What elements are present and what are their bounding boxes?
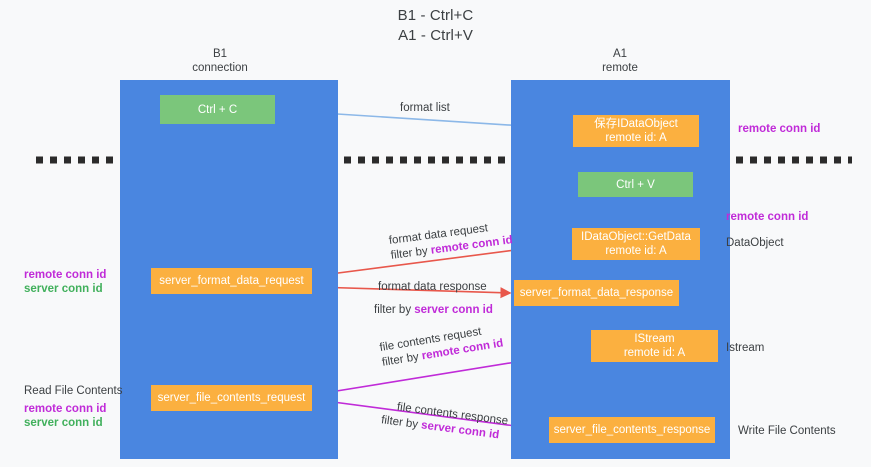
node-server-format-data-request[interactable]: server_format_data_request xyxy=(151,268,312,294)
column-header-a1: A1 remote xyxy=(555,47,685,75)
column-header-b1-name: B1 xyxy=(212,48,228,60)
annotation-istream: Istream xyxy=(726,342,765,354)
edge-label-format-data-response: format data response filter by server co… xyxy=(374,280,493,318)
annotation-dataobject: DataObject xyxy=(726,237,784,249)
diagram-title: B1 - Ctrl+C A1 - Ctrl+V xyxy=(0,6,871,46)
edge-label-format-data-response-line1: format data response xyxy=(378,281,487,293)
annotation-left-remote-conn-id-1: remote conn id xyxy=(24,269,107,281)
node-istream-sub: remote id: A xyxy=(623,347,686,359)
filter-prefix: filter by xyxy=(380,414,422,432)
annotation-remote-conn-id-top: remote conn id xyxy=(738,123,821,135)
node-idataobject-getdata[interactable]: IDataObject::GetData remote id: A xyxy=(572,228,700,260)
node-server-file-contents-response-label: server_file_contents_response xyxy=(553,424,711,436)
node-ctrl-c[interactable]: Ctrl + C xyxy=(160,95,275,124)
column-header-a1-name: A1 xyxy=(612,48,628,60)
annotation-remote-conn-id-mid: remote conn id xyxy=(726,211,809,223)
node-ctrl-v[interactable]: Ctrl + V xyxy=(578,172,693,197)
node-save-idataobject-label: 保存IDataObject xyxy=(594,118,678,130)
annotation-read-file-contents: Read File Contents xyxy=(24,385,123,397)
column-header-b1: B1 connection xyxy=(155,47,285,75)
node-idataobject-getdata-label: IDataObject::GetData xyxy=(581,231,691,243)
annotation-left-remote-conn-id-2: remote conn id xyxy=(24,403,107,415)
node-server-file-contents-response[interactable]: server_file_contents_response xyxy=(549,417,715,443)
node-server-file-contents-request-label: server_file_contents_request xyxy=(157,392,306,404)
node-ctrl-c-label: Ctrl + C xyxy=(197,103,238,116)
node-istream[interactable]: IStream remote id: A xyxy=(591,330,718,362)
node-ctrl-v-label: Ctrl + V xyxy=(616,178,655,191)
edge-label-format-list: format list xyxy=(400,101,450,116)
node-save-idataobject-sub: remote id: A xyxy=(605,132,667,144)
node-server-file-contents-request[interactable]: server_file_contents_request xyxy=(151,385,312,411)
filter-prefix: filter by xyxy=(390,244,432,262)
title-line-1: B1 - Ctrl+C xyxy=(397,7,474,24)
arrow-format-data-response xyxy=(314,286,512,299)
filter-prefix: filter by xyxy=(374,304,415,316)
arrow-file-contents-response xyxy=(317,399,548,435)
edge-label-file-contents-request: file contents request filter by remote c… xyxy=(379,322,505,371)
annotation-left-server-conn-id-2: server conn id xyxy=(24,417,103,429)
node-istream-label: IStream xyxy=(634,333,675,345)
node-server-format-data-response[interactable]: server_format_data_response xyxy=(514,280,679,306)
edge-label-format-list-text: format list xyxy=(400,102,450,114)
node-server-format-data-request-label: server_format_data_request xyxy=(159,275,304,287)
title-line-2: A1 - Ctrl+V xyxy=(398,27,473,44)
annotation-write-file-contents: Write File Contents xyxy=(738,425,836,437)
node-server-format-data-response-label: server_format_data_response xyxy=(519,287,674,299)
filter-key-server-conn-id: server conn id xyxy=(414,304,493,316)
edge-label-file-contents-response: file contents response filter by server … xyxy=(380,400,509,444)
column-header-b1-sub: connection xyxy=(192,62,248,74)
column-header-a1-sub: remote xyxy=(602,62,638,74)
annotation-left-server-conn-id-1: server conn id xyxy=(24,283,103,295)
edge-label-format-data-response-line2: filter by server conn id xyxy=(374,303,493,318)
edge-label-format-data-request: format data request filter by remote con… xyxy=(388,218,514,264)
node-idataobject-getdata-sub: remote id: A xyxy=(605,245,667,257)
node-save-idataobject[interactable]: 保存IDataObject remote id: A xyxy=(573,115,699,147)
